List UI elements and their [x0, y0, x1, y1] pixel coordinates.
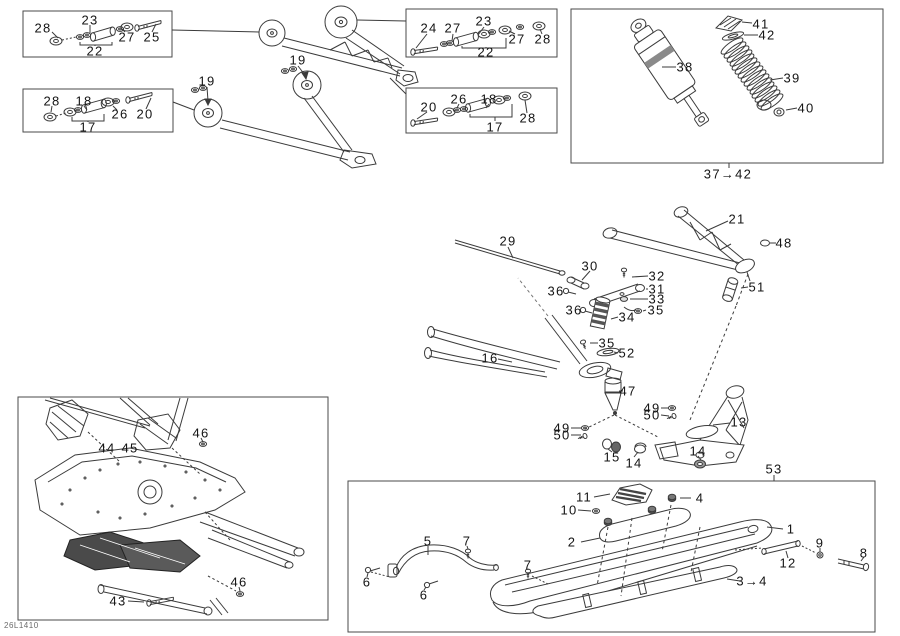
part-callout-28: 28 [34, 20, 52, 36]
part-callout-15: 15 [603, 449, 621, 465]
part-callout-42: 42 [758, 27, 776, 43]
part-callout-19: 19 [198, 73, 216, 89]
part-callout-25: 25 [143, 29, 161, 45]
part-callout-26: 26 [111, 106, 129, 122]
part-callout-8: 8 [859, 545, 869, 561]
part-callout-49: 49 [643, 400, 661, 416]
spindle-13 [571, 385, 749, 469]
drawing-code: 26L1410 [4, 621, 39, 630]
part-callout-7: 7 [462, 533, 472, 549]
part-callout-49: 49 [553, 420, 571, 436]
part-callout-23: 23 [475, 13, 493, 29]
part-callout-22: 22 [86, 43, 104, 59]
ski-assembly [364, 475, 870, 619]
part-callout-6: 6 [419, 587, 429, 603]
part-callout-7: 7 [523, 557, 533, 573]
part-callout-52: 52 [618, 345, 636, 361]
part-callout-6: 6 [362, 574, 372, 590]
part-callout-35: 35 [598, 335, 616, 351]
part-callout-16: 16 [481, 350, 499, 366]
part-callout-17: 17 [486, 119, 504, 135]
part-callout-47: 47 [619, 383, 637, 399]
part-callout-38: 38 [676, 59, 694, 75]
part-callout-24: 24 [420, 20, 438, 36]
detail-box-frames [17, 8, 884, 633]
shock-absorber [630, 18, 710, 127]
part-callout-33: 33 [648, 291, 666, 307]
part-callout-35: 35 [647, 302, 665, 318]
part-callout-30: 30 [581, 258, 599, 274]
part-callout-51: 51 [748, 279, 766, 295]
part-callout-40: 40 [797, 100, 815, 116]
part-callout-1: 1 [786, 521, 796, 537]
part-callout-3-4: 3→4 [736, 573, 768, 589]
part-callout-5: 5 [423, 533, 433, 549]
part-callout-20: 20 [420, 99, 438, 115]
part-callout-43: 43 [109, 593, 127, 609]
part-callout-10: 10 [560, 502, 578, 518]
part-callout-27: 27 [444, 20, 462, 36]
part-callout-28: 28 [534, 31, 552, 47]
part-callout-4: 4 [695, 490, 705, 506]
part-callout-12: 12 [779, 555, 797, 571]
part-callout-50: 50 [643, 407, 661, 423]
bushing-stack [589, 296, 611, 330]
upper-arm-overview [171, 5, 419, 169]
part-callout-21: 21 [728, 211, 746, 227]
lower-a-arm-16 [424, 277, 623, 381]
detail-a-hardware [49, 20, 162, 46]
part-callout-18: 18 [480, 91, 498, 107]
part-callout-18: 18 [75, 93, 93, 109]
part-callout-28: 28 [43, 93, 61, 109]
tie-rod-29 [454, 239, 591, 290]
part-callout-23: 23 [81, 12, 99, 28]
part-callout-20: 20 [136, 106, 154, 122]
part-callout-34: 34 [618, 309, 636, 325]
part-callout-32: 32 [648, 268, 666, 284]
part-callout-46: 46 [230, 574, 248, 590]
ball-joint-47 [584, 377, 659, 438]
part-callout-22: 22 [477, 44, 495, 60]
part-callout-9: 9 [815, 535, 825, 551]
part-callout-26: 26 [450, 91, 468, 107]
part-callout-37-42: 37→42 [703, 166, 753, 182]
shock-spring [714, 15, 798, 168]
part-callout-27: 27 [508, 31, 526, 47]
part-callout-29: 29 [499, 233, 517, 249]
part-callout-14: 14 [625, 455, 643, 471]
part-callout-17: 17 [79, 119, 97, 135]
part-callout-13: 13 [730, 414, 748, 430]
part-callout-19: 19 [289, 52, 307, 68]
part-callout-41: 41 [752, 16, 770, 32]
part-callout-44: 44 [98, 440, 116, 456]
detail-d-hardware [409, 91, 532, 130]
part-callout-28: 28 [519, 110, 537, 126]
part-callout-45: 45 [121, 440, 139, 456]
part-callout-31: 31 [648, 281, 666, 297]
part-callout-50: 50 [553, 427, 571, 443]
part-callout-48: 48 [775, 235, 793, 251]
part-callout-36: 36 [565, 302, 583, 318]
part-callout-2: 2 [567, 534, 577, 550]
part-callout-14: 14 [689, 443, 707, 459]
part-callout-53: 53 [765, 461, 783, 477]
part-callout-46: 46 [192, 425, 210, 441]
part-callout-39: 39 [783, 70, 801, 86]
part-callout-11: 11 [575, 489, 593, 505]
part-callout-36: 36 [547, 283, 565, 299]
frame-module [34, 397, 305, 616]
part-callout-27: 27 [118, 29, 136, 45]
steering-arm-parts [562, 267, 649, 330]
upper-a-arm-21 [602, 206, 776, 421]
detail-b-hardware [43, 92, 153, 122]
detail-c-hardware [409, 21, 546, 59]
